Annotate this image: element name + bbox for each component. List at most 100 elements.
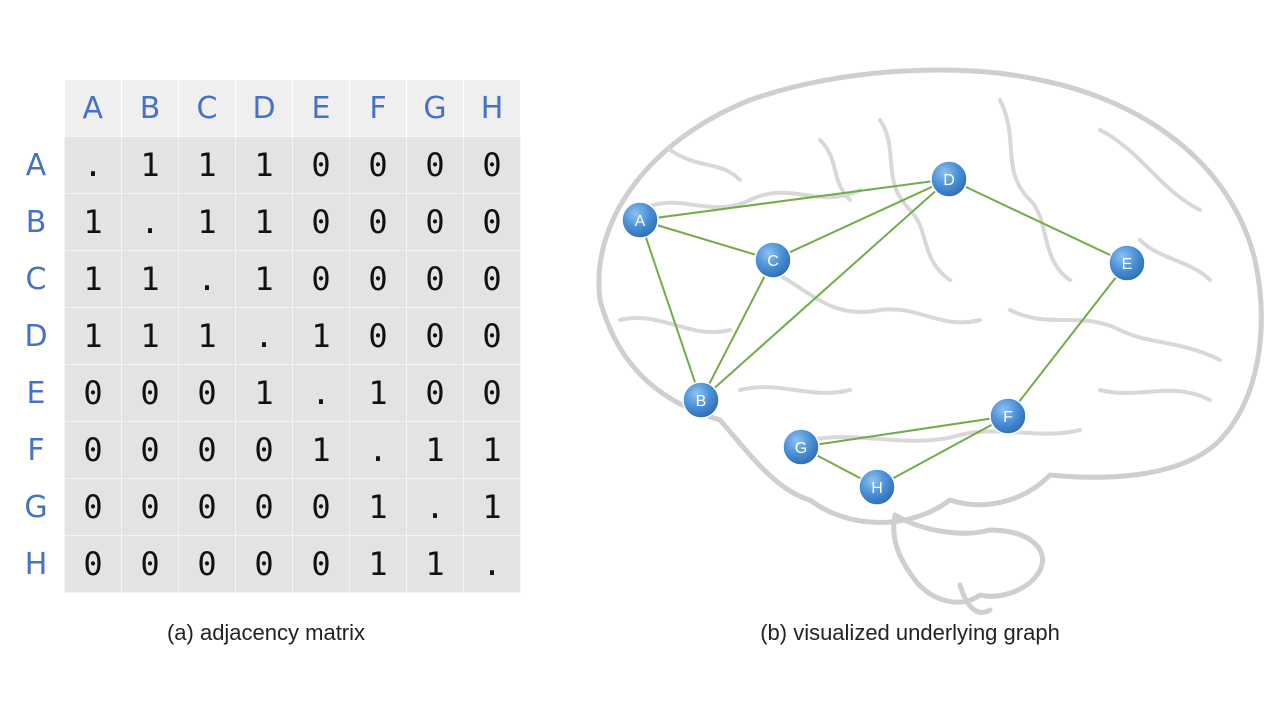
matrix-cell: 1 — [406, 535, 464, 593]
matrix-cell: . — [349, 421, 407, 479]
matrix-cell: 0 — [178, 535, 236, 593]
matrix-cell: 0 — [406, 250, 464, 308]
matrix-cell: 0 — [121, 478, 179, 536]
node-label: C — [767, 253, 779, 270]
matrix-cell: 1 — [121, 250, 179, 308]
matrix-cell: 0 — [406, 193, 464, 251]
matrix-cell: 0 — [235, 478, 293, 536]
node-circle — [989, 397, 1027, 435]
node-B: B — [682, 381, 720, 419]
matrix-cell: 0 — [64, 535, 122, 593]
matrix-header-row: A B C D E F G H — [8, 80, 521, 137]
node-F: F — [989, 397, 1027, 435]
matrix-cell: 1 — [64, 307, 122, 365]
matrix-cell: 0 — [463, 250, 521, 308]
matrix-cell: 0 — [349, 136, 407, 194]
graph-nodes: A B C D E F G H — [621, 160, 1146, 506]
matrix-cell: 1 — [463, 478, 521, 536]
matrix-cell: 0 — [406, 136, 464, 194]
matrix-col-header: B — [121, 80, 179, 137]
node-G: G — [782, 428, 820, 466]
matrix-cell: 0 — [463, 136, 521, 194]
matrix-cell: 1 — [178, 136, 236, 194]
matrix-col-header: G — [406, 80, 464, 137]
matrix-cell: 0 — [178, 421, 236, 479]
matrix-cell: 0 — [349, 307, 407, 365]
node-label: H — [871, 480, 883, 497]
matrix-row-header: E — [8, 364, 65, 422]
node-H: H — [858, 468, 896, 506]
node-circle — [782, 428, 820, 466]
matrix-cell: 1 — [121, 307, 179, 365]
matrix-cell: 0 — [406, 364, 464, 422]
node-label: A — [635, 213, 646, 230]
matrix-cell: 1 — [406, 421, 464, 479]
matrix-row-header: G — [8, 478, 65, 536]
matrix-row-header: H — [8, 535, 65, 593]
node-C: C — [754, 241, 792, 279]
node-circle — [930, 160, 968, 198]
matrix-col-header: H — [463, 80, 521, 137]
matrix-cell: 0 — [64, 364, 122, 422]
node-circle — [682, 381, 720, 419]
matrix-col-header: D — [235, 80, 293, 137]
matrix-cell: 1 — [235, 364, 293, 422]
edge-A-D — [639, 178, 950, 221]
node-label: D — [943, 172, 955, 189]
matrix-cell: 0 — [463, 364, 521, 422]
matrix-cell: 1 — [64, 250, 122, 308]
edge-A-C — [639, 219, 774, 261]
matrix-cell: 1 — [349, 535, 407, 593]
brain-graph-figure: A B C D E F G H — [596, 67, 1264, 615]
matrix-cell: 0 — [292, 478, 350, 536]
matrix-row-header: A — [8, 136, 65, 194]
matrix-col-header: C — [178, 80, 236, 137]
edge-F-G — [800, 415, 1009, 448]
matrix-cell: 0 — [349, 250, 407, 308]
node-label: F — [1003, 409, 1013, 426]
matrix-cell: 1 — [178, 307, 236, 365]
edge-C-D — [772, 178, 950, 261]
matrix-cell: 1 — [349, 364, 407, 422]
matrix-cell: 0 — [121, 421, 179, 479]
node-label: E — [1122, 256, 1133, 273]
matrix-col-header: F — [349, 80, 407, 137]
matrix-cell: 0 — [64, 421, 122, 479]
matrix-cell: 0 — [235, 535, 293, 593]
matrix-cell: 1 — [64, 193, 122, 251]
matrix-cell: 1 — [235, 136, 293, 194]
matrix-cell: 1 — [235, 193, 293, 251]
node-circle — [754, 241, 792, 279]
matrix-cell: 0 — [292, 535, 350, 593]
matrix-row-header: F — [8, 421, 65, 479]
matrix-cell: 0 — [121, 535, 179, 593]
node-A: A — [621, 201, 659, 239]
matrix-cell: 0 — [406, 307, 464, 365]
matrix-cell: 1 — [178, 193, 236, 251]
matrix-cell: 1 — [235, 250, 293, 308]
matrix-cell: 1 — [349, 478, 407, 536]
matrix-cell: 0 — [178, 478, 236, 536]
edge-D-E — [948, 178, 1128, 264]
node-E: E — [1108, 244, 1146, 282]
matrix-cell: . — [292, 364, 350, 422]
edge-E-F — [1007, 262, 1128, 417]
graph-caption: (b) visualized underlying graph — [760, 620, 1060, 645]
matrix-cell: 1 — [292, 421, 350, 479]
matrix-corner — [8, 80, 65, 137]
matrix-cell: 1 — [463, 421, 521, 479]
matrix-row-header: D — [8, 307, 65, 365]
matrix-cell: . — [121, 193, 179, 251]
matrix-cell: 0 — [64, 478, 122, 536]
matrix-row-header: B — [8, 193, 65, 251]
edge-F-H — [876, 415, 1009, 488]
matrix-cell: 1 — [121, 136, 179, 194]
